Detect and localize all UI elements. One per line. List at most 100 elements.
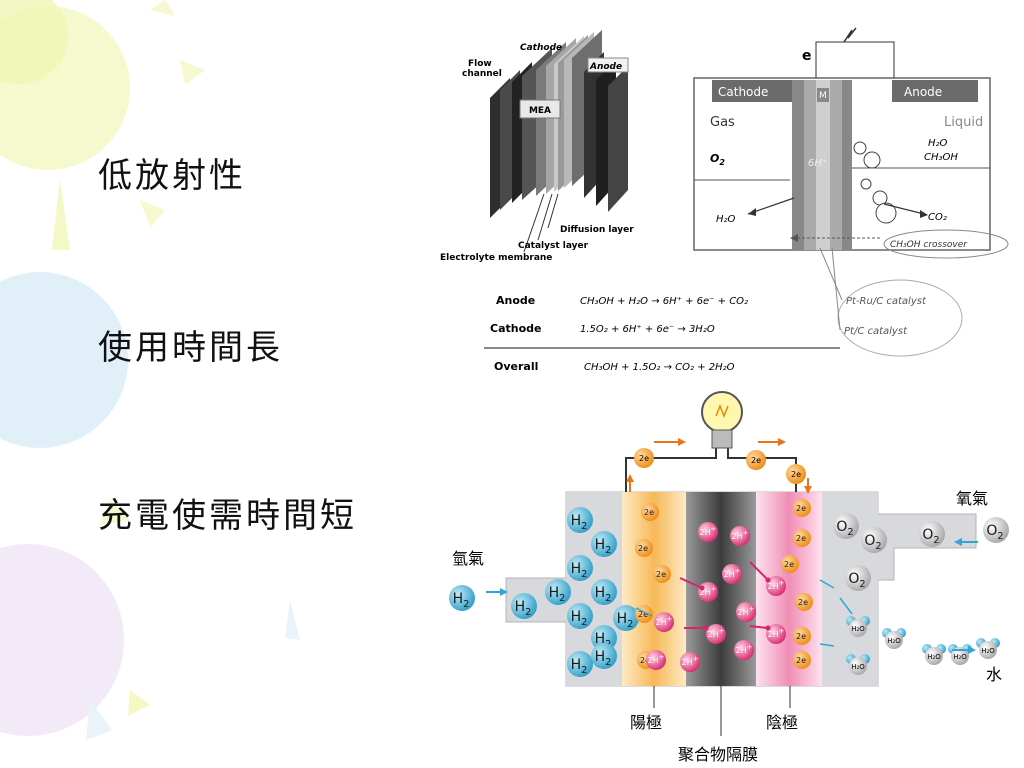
crossover-label: CH₃OH crossover xyxy=(890,240,968,250)
electrolyte-membrane-label: Electrolyte membrane xyxy=(440,253,552,263)
svg-text:2H+: 2H+ xyxy=(648,653,665,665)
svg-text:O2: O2 xyxy=(986,523,1003,542)
stack-cathode-label: Cathode xyxy=(520,43,562,53)
svg-text:H2: H2 xyxy=(571,513,588,532)
reaction-eq-cathode: 1.5O₂ + 6H⁺ + 6e⁻ → 3H₂O xyxy=(580,324,715,335)
gas-label: Gas xyxy=(710,115,735,130)
electron-2e-label: 2e xyxy=(751,456,761,465)
proton-arrow xyxy=(749,561,769,581)
diffusion-layer-label: Diffusion layer xyxy=(560,225,634,235)
lightning-icon xyxy=(843,27,857,43)
proton-ball: 2H+ xyxy=(680,652,700,672)
h2-molecule: H2 xyxy=(545,579,571,605)
svg-text:2H+: 2H+ xyxy=(682,655,699,667)
h2-molecule: H2 xyxy=(591,579,617,605)
electron-ball: 2e xyxy=(653,565,671,583)
flow-channel-label-2: channel xyxy=(462,69,502,79)
reaction-label-overall: Overall xyxy=(494,360,538,373)
h2-molecule: H2 xyxy=(591,643,617,669)
svg-text:2e: 2e xyxy=(796,504,806,513)
hydrogen-gas-label: 氫氣 xyxy=(452,549,484,568)
svg-text:2H+: 2H+ xyxy=(736,643,753,655)
proton-arrow xyxy=(749,625,769,629)
cathode-label: 陰極 xyxy=(766,713,798,732)
svg-text:2H+: 2H+ xyxy=(768,627,785,639)
svg-text:2H+: 2H+ xyxy=(732,529,749,541)
svg-text:2H+: 2H+ xyxy=(656,615,673,627)
svg-text:2H+: 2H+ xyxy=(724,567,741,579)
svg-text:H2: H2 xyxy=(571,657,588,676)
water-molecule: H₂O xyxy=(846,616,870,637)
co2-label: CO₂ xyxy=(928,212,947,223)
mea-label: MEA xyxy=(529,106,551,116)
bullet-low-radiation: 低放射性 xyxy=(98,156,246,196)
proton-ball: 2H+ xyxy=(730,526,750,546)
svg-text:2e: 2e xyxy=(638,544,648,553)
h2o-left-label: H₂O xyxy=(716,214,736,225)
light-bulb-icon xyxy=(701,391,743,449)
flow-channel-label: Flow xyxy=(468,59,492,69)
svg-text:2H+: 2H+ xyxy=(768,579,785,591)
h2-molecule: H2 xyxy=(567,555,593,581)
proton-ball: 2H+ xyxy=(766,624,786,644)
svg-text:H₂O: H₂O xyxy=(953,653,967,661)
h2-molecule: H2 xyxy=(567,507,593,533)
proton-ball: 2H+ xyxy=(722,564,742,584)
reaction-eq-overall: CH₃OH + 1.5O₂ → CO₂ + 2H₂O xyxy=(584,362,735,373)
svg-text:H2: H2 xyxy=(453,591,470,610)
svg-text:H₂O: H₂O xyxy=(851,663,865,671)
electron-ball: 2e xyxy=(793,529,811,547)
external-circuit: 2e 2e 2e xyxy=(625,391,812,494)
anode-label: 陽極 xyxy=(630,713,662,732)
proton-ball: 2H+ xyxy=(654,612,674,632)
svg-text:H2: H2 xyxy=(595,649,612,668)
svg-text:2e: 2e xyxy=(796,632,806,641)
water-molecule: H₂O xyxy=(922,644,946,665)
electron-ball: 2e xyxy=(795,593,813,611)
catalyst-layer-label: Catalyst layer xyxy=(518,241,589,251)
ch3oh-right-label: CH₃OH xyxy=(924,152,958,163)
h2-molecule: H2 xyxy=(511,593,537,619)
h2-molecule: H2 xyxy=(591,531,617,557)
membrane-m-label: M xyxy=(819,91,827,101)
proton-ball: 2H+ xyxy=(698,582,718,602)
ptc-catalyst-label: Pt/C catalyst xyxy=(844,326,908,337)
svg-text:H₂O: H₂O xyxy=(927,653,941,661)
water-molecule: H₂O xyxy=(882,628,906,649)
svg-text:H₂O: H₂O xyxy=(887,637,901,645)
bullet-long-usage-time: 使用時間長 xyxy=(98,328,283,368)
proton-ball: 2H+ xyxy=(646,650,666,670)
proton-ball: 2H+ xyxy=(734,640,754,660)
o2-molecule: O2 xyxy=(983,517,1009,543)
o2-molecule: O2 xyxy=(833,513,859,539)
proton-ball: 2H+ xyxy=(736,602,756,622)
svg-text:2H+: 2H+ xyxy=(738,605,755,617)
h2o-right-label: H₂O xyxy=(928,138,948,149)
reaction-label-anode: Anode xyxy=(496,294,535,307)
polymer-membrane-label: 聚合物隔膜 xyxy=(678,745,758,764)
svg-text:O2: O2 xyxy=(836,519,853,538)
svg-text:O2: O2 xyxy=(922,527,939,546)
water-label: 水 xyxy=(986,665,1002,684)
electron-ball: 2e xyxy=(635,605,653,623)
svg-text:2e: 2e xyxy=(656,570,666,579)
o2-molecule: O2 xyxy=(845,565,871,591)
electron-label: e xyxy=(802,48,812,64)
svg-text:H2: H2 xyxy=(515,599,532,618)
svg-text:H2: H2 xyxy=(549,585,566,604)
svg-text:2H+: 2H+ xyxy=(700,585,717,597)
electron-ball: 2e xyxy=(641,503,659,521)
reaction-label-cathode: Cathode xyxy=(490,322,541,335)
reaction-eq-anode: CH₃OH + H₂O → 6H⁺ + 6e⁻ + CO₂ xyxy=(580,296,748,307)
stack-anode-label: Anode xyxy=(589,62,622,72)
electron-ball: 2e xyxy=(793,627,811,645)
proton-ball: 2H+ xyxy=(706,624,726,644)
proton-arrow xyxy=(679,577,703,589)
electron-2e-label: 2e xyxy=(639,454,649,463)
svg-text:O2: O2 xyxy=(864,533,881,552)
hydrogen-fuel-cell-diagram: 2e 2e 2e H2H2H2H2H2H2H2H2H2H2H2H2O2O2O2O… xyxy=(449,391,1009,764)
o2-label: O2 xyxy=(710,152,725,167)
svg-text:H₂O: H₂O xyxy=(981,647,995,655)
svg-text:H2: H2 xyxy=(595,585,612,604)
o2-molecule: O2 xyxy=(919,521,945,547)
